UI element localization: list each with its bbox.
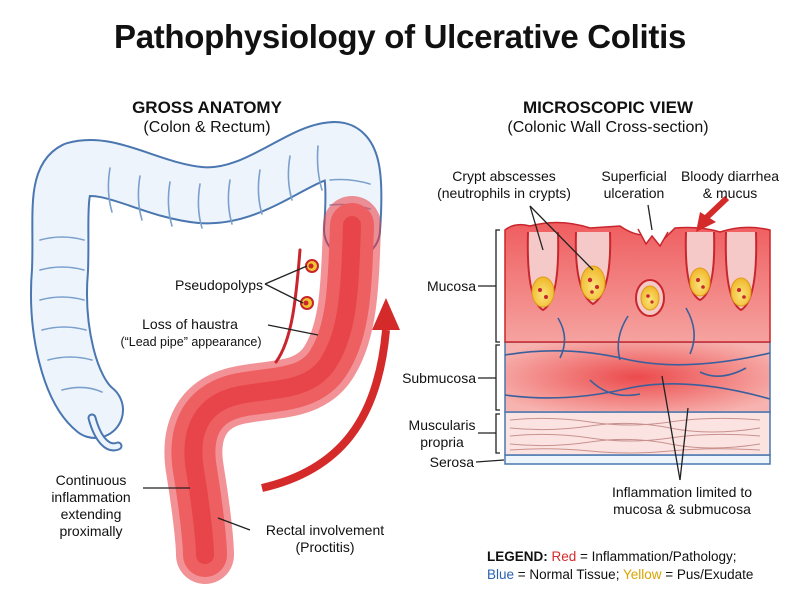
gross-anatomy-heading: GROSS ANATOMY (Colon & Rectum) — [92, 98, 322, 138]
label-inflammation-limited: Inflammation limited to mucosa & submuco… — [592, 484, 772, 518]
label-ulcer-line1: Superficial — [601, 168, 667, 184]
label-loss-of-haustra: Loss of haustra — [110, 316, 270, 333]
label-continuous-line1: Continuous — [55, 472, 127, 488]
blood-vessels — [504, 307, 771, 400]
bloody-diarrhea-arrow — [696, 195, 730, 232]
label-limited-line1: Inflammation limited to — [611, 484, 753, 500]
label-lead-pipe: (“Lead pipe” appearance) — [120, 335, 262, 349]
inflamed-colon-segment — [164, 196, 381, 584]
label-limited-line2: mucosa & submucosa — [613, 501, 751, 517]
colonic-wall-illustration — [475, 195, 771, 481]
label-crypt-abscesses: Crypt abscesses (neutrophils in crypts) — [428, 168, 580, 202]
layer-brackets — [475, 229, 505, 463]
legend-yellow-word: Yellow — [622, 567, 662, 582]
label-pseudopolyps: Pseudopolyps — [175, 277, 263, 293]
label-continuous-line2: inflammation — [51, 489, 131, 505]
legend: LEGEND: Red = Inflammation/Pathology; Bl… — [487, 548, 753, 584]
label-crypt-line2: (neutrophils in crypts) — [437, 185, 571, 201]
normal-colon-segment — [30, 121, 383, 452]
label-bloody-line2: & mucus — [702, 185, 758, 201]
label-superficial-ulceration: Superficial ulceration — [588, 168, 680, 202]
legend-red-word: Red — [551, 549, 577, 564]
legend-line2: Blue = Normal Tissue; Yellow = Pus/Exuda… — [487, 566, 753, 584]
label-submucosa: Submucosa — [402, 370, 476, 386]
muscularis-layer — [504, 411, 771, 456]
label-mucosa: Mucosa — [426, 278, 476, 294]
micro-subheading-text: (Colonic Wall Cross-section) — [507, 119, 709, 136]
micro-leader-lines — [529, 204, 689, 481]
colon-illustration — [30, 121, 400, 584]
legend-blue-word: Blue — [487, 567, 515, 582]
label-haustra-line1: Loss of haustra — [142, 316, 238, 332]
legend-line1: LEGEND: Red = Inflammation/Pathology; — [487, 548, 753, 566]
label-crypt-line1: Crypt abscesses — [452, 168, 556, 184]
legend-red-desc: = Inflammation/Pathology; — [576, 549, 737, 564]
crypt-abscesses — [531, 265, 752, 311]
label-bloody-diarrhea: Bloody diarrhea & mucus — [672, 168, 788, 202]
label-rectal-involvement: Rectal involvement (Proctitis) — [250, 522, 400, 556]
label-muscularis-line2: propria — [420, 434, 464, 450]
submucosa-layer — [504, 341, 771, 413]
proximal-extension-arrow — [261, 298, 400, 492]
microscopic-heading: MICROSCOPIC VIEW (Colonic Wall Cross-sec… — [468, 98, 748, 138]
legend-yellow-desc: = Pus/Exudate — [661, 567, 754, 582]
label-ulcer-line2: ulceration — [603, 185, 665, 201]
micro-heading-text: MICROSCOPIC VIEW — [522, 98, 693, 117]
gross-subheading-text: (Colon & Rectum) — [143, 119, 271, 136]
pseudopolyps-marks — [300, 259, 319, 310]
label-rectal-line2: (Proctitis) — [295, 539, 355, 555]
label-continuous-line4: proximally — [59, 523, 123, 539]
gross-heading-text: GROSS ANATOMY — [132, 98, 282, 117]
legend-blue-desc: = Normal Tissue; — [514, 567, 620, 582]
gross-leader-lines — [143, 265, 319, 531]
legend-prefix: LEGEND: — [487, 549, 548, 564]
label-continuous-inflammation: Continuous inflammation extending proxim… — [36, 472, 146, 540]
label-bloody-line1: Bloody diarrhea — [680, 168, 780, 184]
label-continuous-line3: extending — [60, 506, 122, 522]
label-rectal-line1: Rectal involvement — [265, 522, 385, 538]
page-title: Pathophysiology of Ulcerative Colitis — [113, 18, 686, 55]
label-serosa: Serosa — [429, 454, 474, 470]
label-muscularis-propria: Muscularis propria — [406, 417, 478, 451]
label-muscularis-line1: Muscularis — [408, 417, 476, 433]
